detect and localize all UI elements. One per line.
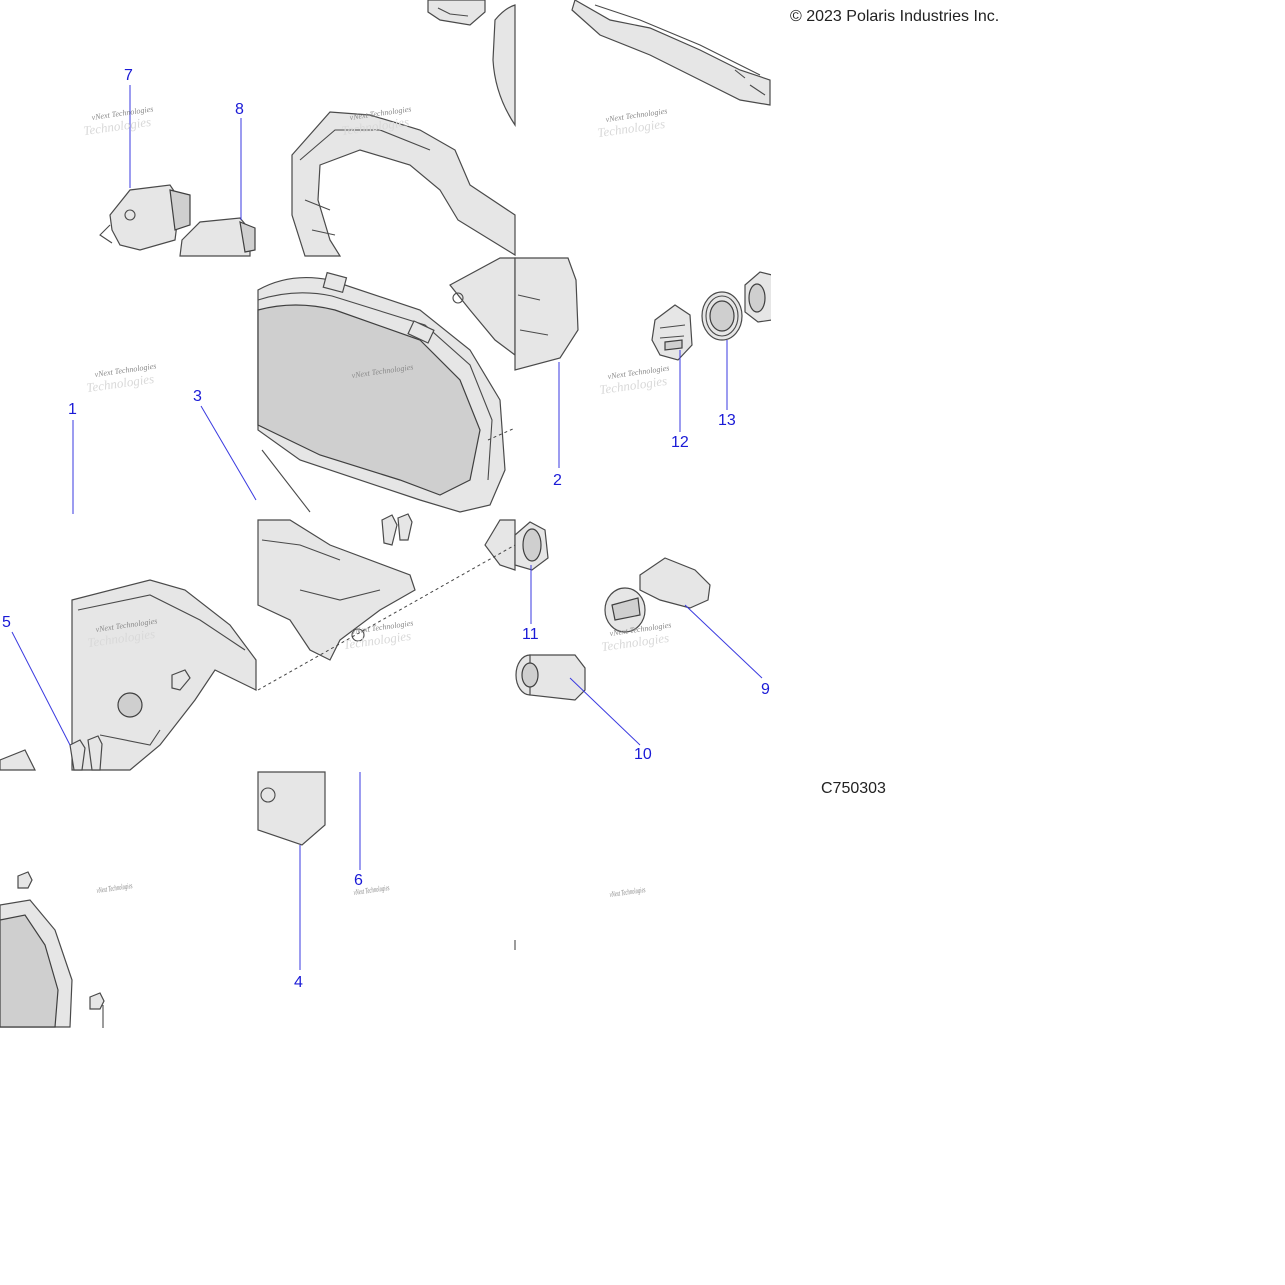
pointer-line-3 <box>261 449 311 513</box>
ignition-switch-part-9 <box>604 557 711 633</box>
callout-2: 2 <box>553 472 562 489</box>
support-bracket-part-4 <box>257 771 326 846</box>
socket-cap-part-12 <box>651 304 693 361</box>
callout-13: 13 <box>718 412 736 429</box>
leader-3 <box>200 405 257 501</box>
dash-bezel-part <box>291 4 516 257</box>
assembly-line <box>257 544 516 691</box>
callout-8: 8 <box>235 101 244 118</box>
leader-9 <box>684 604 763 679</box>
power-socket-part-11 <box>484 519 549 571</box>
callout-3: 3 <box>193 388 202 405</box>
callout-7: 7 <box>124 67 133 84</box>
lower-mount-bracket-part <box>0 579 257 771</box>
bolt-pair-part-5 <box>69 735 103 771</box>
center-bracket-part <box>257 519 416 661</box>
power-point-part-10 <box>515 654 586 701</box>
callout-1: 1 <box>68 401 77 418</box>
callout-5: 5 <box>2 614 11 631</box>
leader-5 <box>11 631 71 746</box>
upper-switch-part <box>427 0 486 26</box>
lower-panel-part <box>0 871 105 1028</box>
socket-ring-part-13 <box>701 291 743 341</box>
watermark-12: vNext Technologies <box>609 885 646 899</box>
leader-10 <box>569 677 641 746</box>
callout-labels: 7 8 1 3 2 12 13 5 11 9 10 6 4 <box>2 67 770 991</box>
callout-4: 4 <box>294 974 303 991</box>
instrument-cluster-part <box>257 271 506 513</box>
watermark-10: vNext Technologies <box>96 881 133 895</box>
switch-part-8 <box>179 217 256 257</box>
callout-12: 12 <box>671 434 689 451</box>
callout-10: 10 <box>634 746 652 763</box>
diagram-id: C750303 <box>821 780 886 797</box>
dash-frame-part <box>571 0 771 106</box>
side-bracket-part <box>449 257 579 371</box>
bracket-bolts-part <box>381 513 413 546</box>
socket-body-part <box>744 271 773 323</box>
assembly-line-upper <box>487 427 516 441</box>
small-bolt-part <box>171 669 191 691</box>
copyright-notice: © 2023 Polaris Industries Inc. <box>790 8 1000 25</box>
callout-9: 9 <box>761 681 770 698</box>
switch-part-7 <box>99 184 191 251</box>
leader-lines <box>11 85 763 970</box>
callout-6: 6 <box>354 872 363 889</box>
callout-11: 11 <box>522 626 539 643</box>
